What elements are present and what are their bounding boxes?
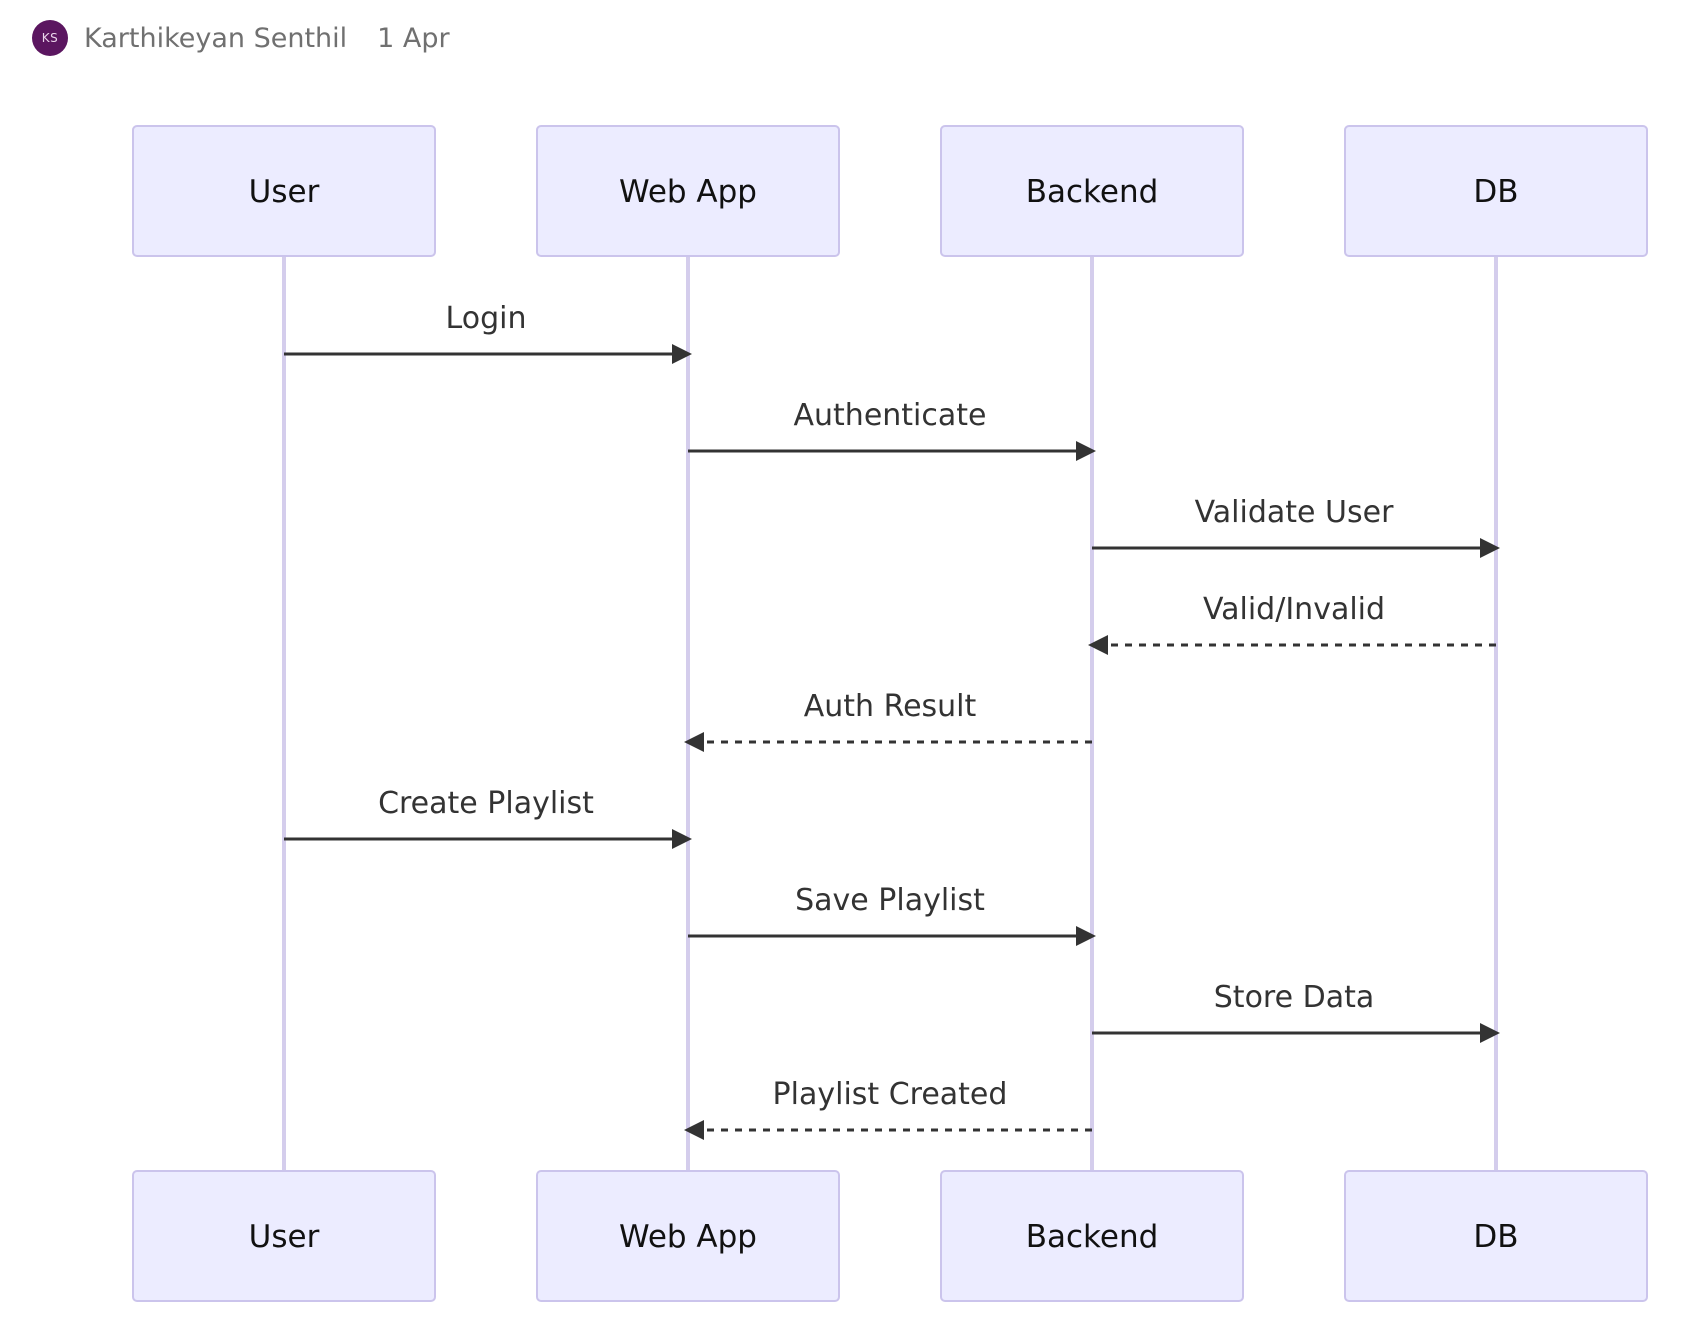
actor-box (940, 1170, 1244, 1302)
actor-label: DB (1473, 174, 1518, 210)
message-label: Store Data (1214, 980, 1374, 1015)
message-label: Create Playlist (378, 786, 594, 821)
arrowhead (1088, 635, 1108, 655)
arrowhead (1480, 1023, 1500, 1043)
message-label: Auth Result (804, 689, 977, 724)
actor-backend-bottom: Backend (940, 1170, 1244, 1302)
actor-box (132, 125, 436, 257)
arrowhead (1480, 538, 1500, 558)
message-store-data: Store Data (1092, 980, 1500, 1043)
actor-box (536, 1170, 840, 1302)
actor-label: Backend (1026, 174, 1159, 210)
message-label: Valid/Invalid (1203, 592, 1385, 627)
avatar[interactable]: KS (32, 20, 68, 56)
actor-box (536, 125, 840, 257)
message-auth-result: Auth Result (684, 689, 1092, 752)
actor-db-bottom: DB (1344, 1170, 1648, 1302)
actor-label: User (249, 1219, 320, 1255)
actor-user-top: User (132, 125, 436, 257)
actor-label: DB (1473, 1219, 1518, 1255)
actor-web-app-bottom: Web App (536, 1170, 840, 1302)
message-login: Login (284, 301, 692, 364)
actor-label: User (249, 174, 320, 210)
arrowhead (672, 829, 692, 849)
arrowhead (672, 344, 692, 364)
actor-label: Web App (619, 174, 757, 210)
message-save-playlist: Save Playlist (688, 883, 1096, 946)
arrowhead (684, 732, 704, 752)
post-date: 1 Apr (377, 22, 450, 54)
actor-backend-top: Backend (940, 125, 1244, 257)
arrowhead (1076, 441, 1096, 461)
actor-box (1344, 1170, 1648, 1302)
arrowhead (1076, 926, 1096, 946)
message-valid-invalid: Valid/Invalid (1088, 592, 1496, 655)
author-name[interactable]: Karthikeyan Senthil (84, 22, 348, 54)
message-label: Validate User (1195, 495, 1394, 530)
actor-label: Backend (1026, 1219, 1159, 1255)
actor-box (940, 125, 1244, 257)
message-label: Playlist Created (773, 1077, 1008, 1112)
arrowhead (684, 1120, 704, 1140)
actor-box (132, 1170, 436, 1302)
actor-web-app-top: Web App (536, 125, 840, 257)
message-playlist-created: Playlist Created (684, 1077, 1092, 1140)
message-authenticate: Authenticate (688, 398, 1096, 461)
message-label: Save Playlist (795, 883, 985, 918)
message-validate-user: Validate User (1092, 495, 1500, 558)
actor-label: Web App (619, 1219, 757, 1255)
message-label: Login (446, 301, 527, 336)
actor-db-top: DB (1344, 125, 1648, 257)
actor-box (1344, 125, 1648, 257)
message-label: Authenticate (794, 398, 987, 433)
message-create-playlist: Create Playlist (284, 786, 692, 849)
post-header: KS Karthikeyan Senthil 1 Apr (32, 18, 450, 58)
actor-user-bottom: User (132, 1170, 436, 1302)
